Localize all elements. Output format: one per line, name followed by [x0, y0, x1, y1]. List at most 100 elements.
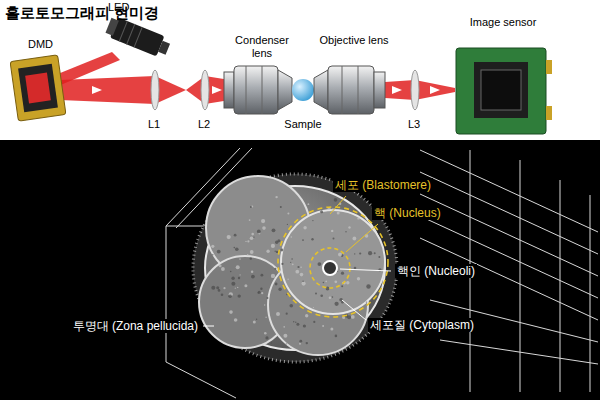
lens-element [151, 70, 419, 110]
component-label: L2 [198, 118, 210, 131]
texture-dots [357, 277, 360, 280]
texture-dots [271, 244, 275, 248]
texture-dots [313, 307, 314, 308]
texture-dots [238, 277, 240, 279]
light-beam [430, 86, 440, 94]
leader-line [330, 196, 346, 214]
texture-dots [305, 314, 308, 317]
lens-element [411, 70, 419, 110]
image-sensor-board [546, 60, 552, 74]
component-label: DMD [28, 38, 53, 51]
texture-dots [234, 234, 237, 237]
led-source [134, 27, 142, 47]
texture-dots [281, 249, 284, 252]
texture-dots [237, 287, 238, 288]
texture-dots [238, 294, 241, 297]
component-label: Objective lens [318, 34, 390, 47]
texture-dots [359, 252, 361, 254]
texture-dots [256, 319, 257, 320]
texture-dots [341, 272, 344, 275]
texture-dots [230, 271, 232, 273]
led-source [158, 41, 170, 55]
texture-dots [329, 296, 332, 299]
texture-dots [221, 294, 224, 297]
condenser-lens-body [278, 70, 292, 110]
objective-lens-body [374, 72, 385, 108]
texture-dots [227, 235, 231, 239]
embryo-image [281, 210, 385, 314]
texture-dots [231, 282, 235, 286]
texture-dots [287, 279, 288, 280]
leader-line [346, 224, 378, 252]
texture-dots [374, 252, 376, 254]
texture-dots [223, 287, 225, 289]
texture-dots [275, 283, 278, 286]
texture-dots [265, 317, 266, 318]
dmd-device [10, 55, 66, 121]
texture-dots [345, 231, 346, 232]
light-beam [60, 76, 186, 104]
texture-dots [313, 321, 315, 323]
leader-line [203, 196, 391, 326]
texture-dots [353, 237, 357, 241]
texture-dots [366, 301, 367, 302]
texture-dots [283, 334, 287, 338]
texture-dots [335, 335, 338, 338]
texture-dots [334, 198, 338, 202]
texture-dots [325, 281, 327, 283]
texture-dots [264, 332, 267, 335]
texture-dots [302, 282, 306, 286]
texture-dots [251, 233, 254, 236]
texture-dots [271, 342, 272, 343]
texture-dots [250, 250, 254, 254]
highlight-circle [310, 248, 350, 288]
condenser-lens-body [246, 66, 247, 114]
texture-dots [236, 265, 240, 269]
lens-element [201, 70, 209, 110]
wireframe-grid [420, 216, 598, 298]
texture-dots [250, 257, 252, 259]
objective-lens-body [314, 70, 328, 110]
texture-dots [306, 342, 308, 344]
highlight-circle [278, 207, 388, 317]
texture-dots [312, 220, 313, 221]
texture-dots [308, 203, 310, 205]
texture-dots [302, 239, 304, 241]
image-sensor-board [481, 70, 521, 110]
top-panel [0, 0, 600, 140]
texture-dots [218, 289, 221, 292]
texture-dots [320, 295, 323, 298]
texture-dots [337, 211, 340, 214]
texture-dots [287, 224, 288, 225]
texture-dots [330, 328, 333, 331]
objective-lens-body [314, 66, 385, 114]
wireframe-grid [420, 150, 598, 232]
texture-dots [249, 219, 251, 221]
texture-dots [267, 297, 269, 299]
texture-dots [261, 274, 264, 277]
embryo-image [193, 174, 397, 362]
texture-dots [275, 196, 277, 198]
texture-dots [266, 250, 269, 253]
leader-line [342, 300, 366, 320]
texture-dots [251, 275, 255, 279]
texture-dots [247, 254, 249, 256]
texture-dots [221, 267, 225, 271]
texture-dots [366, 284, 370, 288]
texture-dots [247, 240, 249, 242]
image-sensor-board [546, 106, 552, 120]
texture-dots [334, 280, 337, 283]
texture-dots [348, 226, 350, 228]
wireframe-grid [560, 180, 561, 392]
texture-dots [368, 251, 372, 255]
structure-label: 세포질 (Cytoplasm) [368, 318, 476, 332]
texture-dots [211, 245, 214, 248]
texture-dots [274, 268, 276, 270]
texture-dots [251, 271, 253, 273]
sample-sphere [292, 79, 314, 101]
texture-dots [239, 258, 241, 260]
texture-dots [297, 266, 299, 268]
condenser-lens-body [262, 66, 263, 114]
component-label: L1 [148, 118, 160, 131]
component-label: L3 [408, 118, 420, 131]
